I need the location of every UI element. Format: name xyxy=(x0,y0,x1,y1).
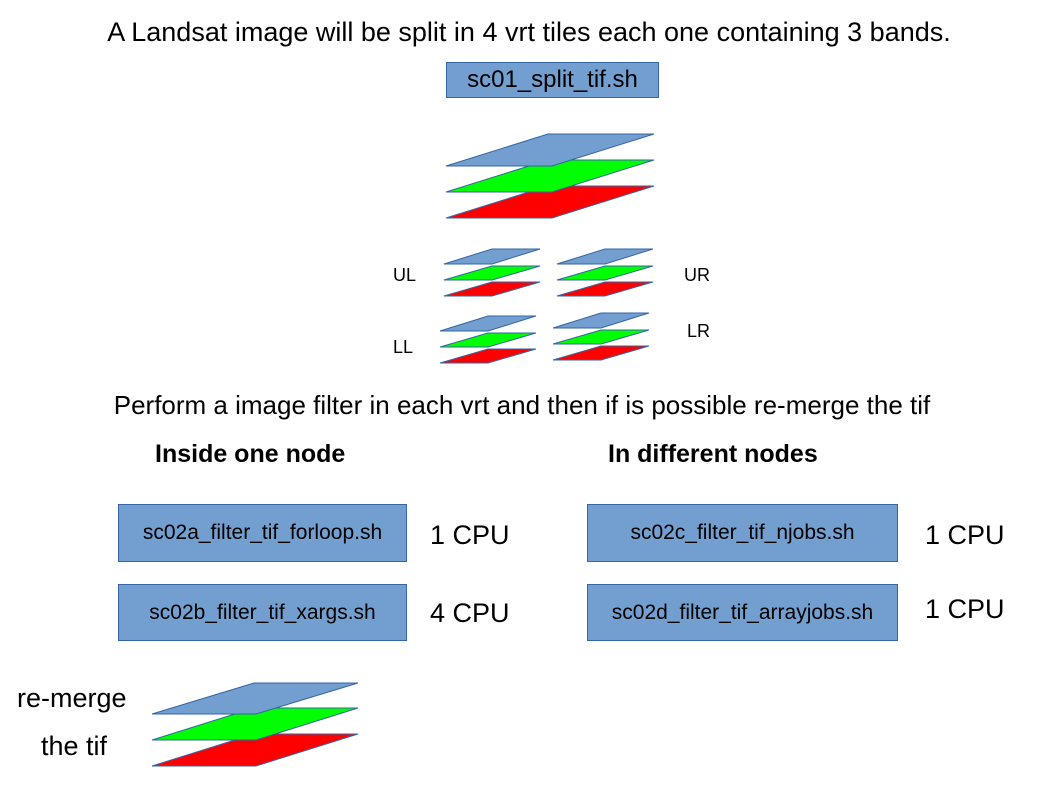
filter-heading: Perform a image filter in each vrt and t… xyxy=(113,390,931,420)
script-name: sc02b_filter_tif_xargs.sh xyxy=(149,600,376,624)
cpu-count-xargs: 4 CPU xyxy=(430,598,510,628)
band-stack-merged xyxy=(151,682,359,767)
cpu-count-arrayjobs: 1 CPU xyxy=(925,594,1005,624)
inside-node-heading: Inside one node xyxy=(155,440,346,468)
green-band-layer xyxy=(552,329,650,345)
tile-stack-ur xyxy=(556,248,654,297)
blue-band-layer xyxy=(151,682,359,715)
red-band-layer xyxy=(443,281,541,297)
green-band-layer xyxy=(151,707,359,741)
script-name: sc02c_filter_tif_njobs.sh xyxy=(630,521,855,544)
blue-band-layer xyxy=(445,133,655,167)
tile-label-ll: LL xyxy=(393,337,414,357)
red-band-layer xyxy=(445,185,655,219)
red-band-layer xyxy=(439,348,537,364)
green-band-layer xyxy=(556,265,654,281)
script-box-arrayjobs: sc02d_filter_tif_arrayjobs.sh xyxy=(587,584,898,641)
page-title: A Landsat image will be split in 4 vrt t… xyxy=(107,17,951,47)
script-name: sc02d_filter_tif_arrayjobs.sh xyxy=(611,600,874,624)
tile-label-ur: UR xyxy=(684,265,710,285)
tile-label-lr: LR xyxy=(687,321,711,341)
different-nodes-heading: In different nodes xyxy=(608,440,818,468)
green-band-layer xyxy=(445,159,655,193)
red-band-layer xyxy=(151,733,359,767)
tile-label-ul: UL xyxy=(393,265,417,285)
red-band-layer xyxy=(552,345,650,361)
script-box-xargs: sc02b_filter_tif_xargs.sh xyxy=(118,584,407,641)
cpu-count-forloop: 1 CPU xyxy=(430,520,510,550)
cpu-count-njobs: 1 CPU xyxy=(925,520,1005,550)
green-band-layer xyxy=(439,332,537,348)
tile-stack-lr xyxy=(552,312,650,361)
split-script-label: sc01_split_tif.sh xyxy=(467,66,638,93)
script-box-njobs: sc02c_filter_tif_njobs.sh xyxy=(587,504,898,562)
band-stack-full xyxy=(445,133,655,219)
tile-stack-ll xyxy=(439,315,537,364)
blue-band-layer xyxy=(556,248,654,265)
tile-stack-ul xyxy=(443,248,541,297)
remerge-label-line1: re-merge xyxy=(17,683,127,713)
blue-band-layer xyxy=(439,315,537,332)
green-band-layer xyxy=(443,265,541,281)
script-name: sc02a_filter_tif_forloop.sh xyxy=(142,521,383,544)
split-script-box: sc01_split_tif.sh xyxy=(446,62,659,98)
blue-band-layer xyxy=(552,312,650,329)
blue-band-layer xyxy=(443,248,541,265)
script-box-forloop: sc02a_filter_tif_forloop.sh xyxy=(118,504,407,562)
remerge-label-line2: the tif xyxy=(41,731,108,761)
red-band-layer xyxy=(556,281,654,297)
